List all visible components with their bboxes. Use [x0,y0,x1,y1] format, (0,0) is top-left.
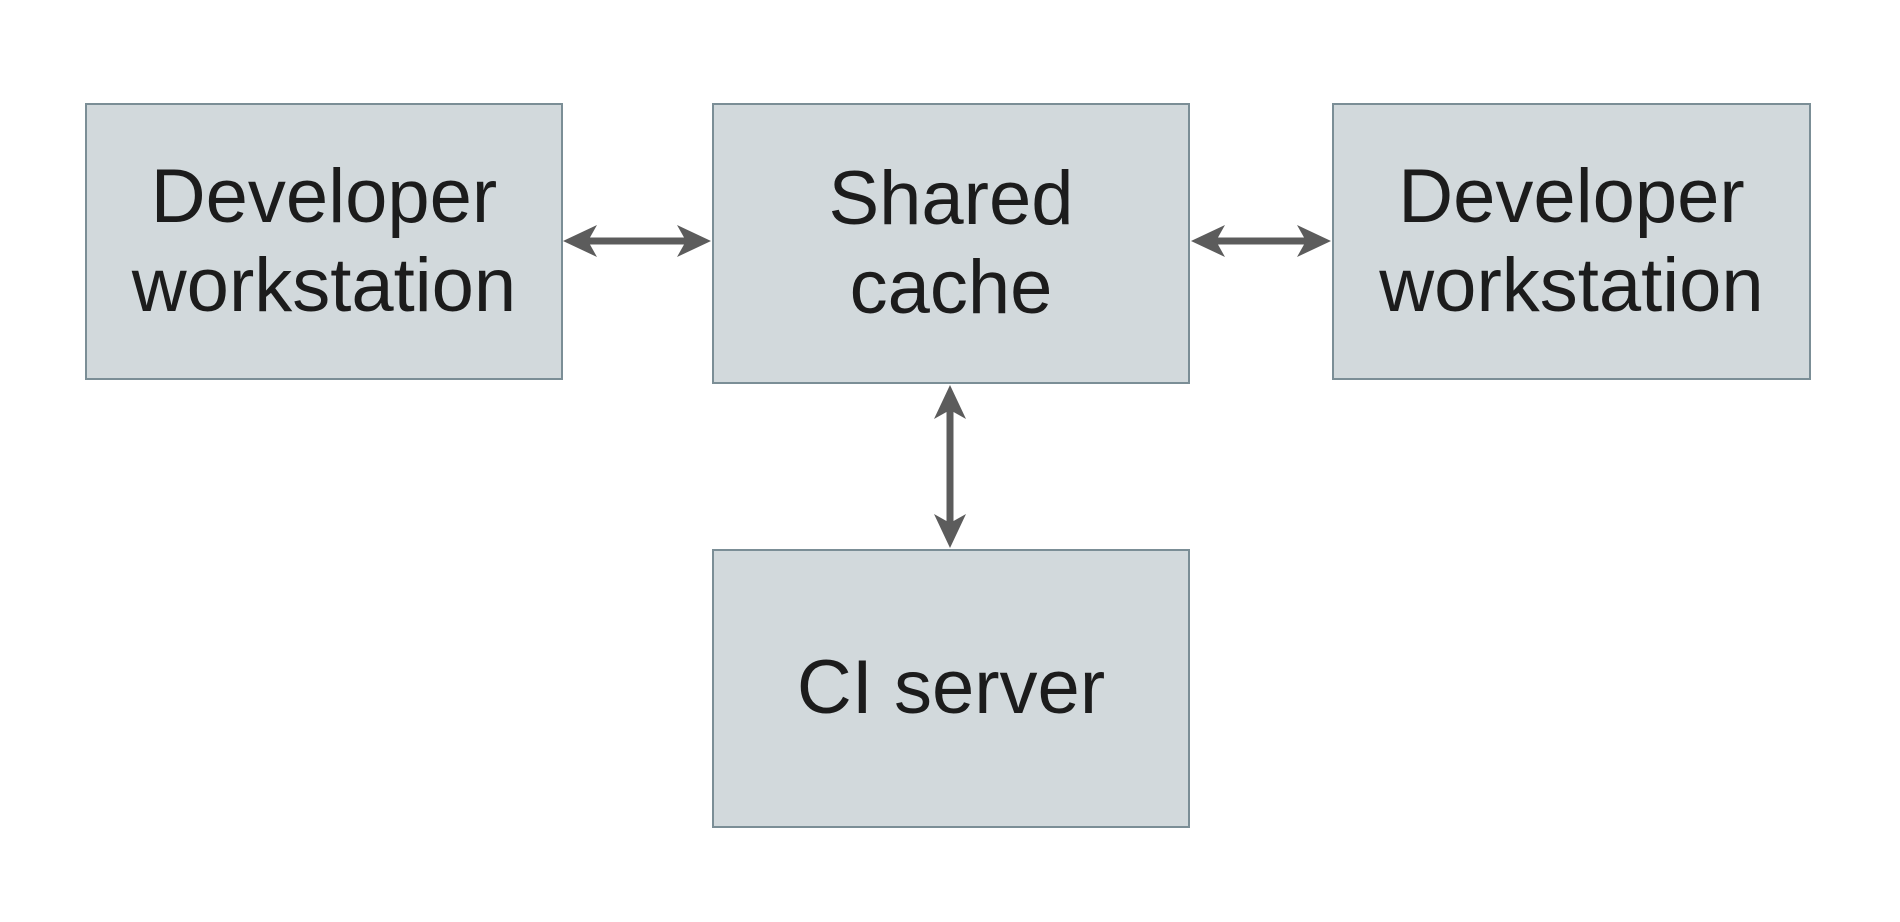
arrowhead-down-icon [934,514,966,548]
bidirectional-arrow-devleft-cache [563,225,711,257]
node-developer-workstation-right: Developer workstation [1332,103,1811,380]
arrowhead-up-icon [934,385,966,419]
node-ci-server: CI server [712,549,1190,828]
arrowhead-right-icon [1297,225,1331,257]
node-label-ci-server: CI server [796,645,1106,731]
node-label-developer-workstation-left: Developer workstation [131,153,517,328]
node-developer-workstation-left: Developer workstation [85,103,563,380]
node-label-developer-workstation-right: Developer workstation [1379,153,1764,328]
node-shared-cache: Shared cache [712,103,1190,384]
bidirectional-arrow-cache-ci [934,385,966,548]
node-label-shared-cache: Shared cache [828,155,1074,330]
arrowhead-right-icon [677,225,711,257]
bidirectional-arrow-cache-devright [1191,225,1331,257]
arrowhead-left-icon [563,225,597,257]
arrowhead-left-icon [1191,225,1225,257]
